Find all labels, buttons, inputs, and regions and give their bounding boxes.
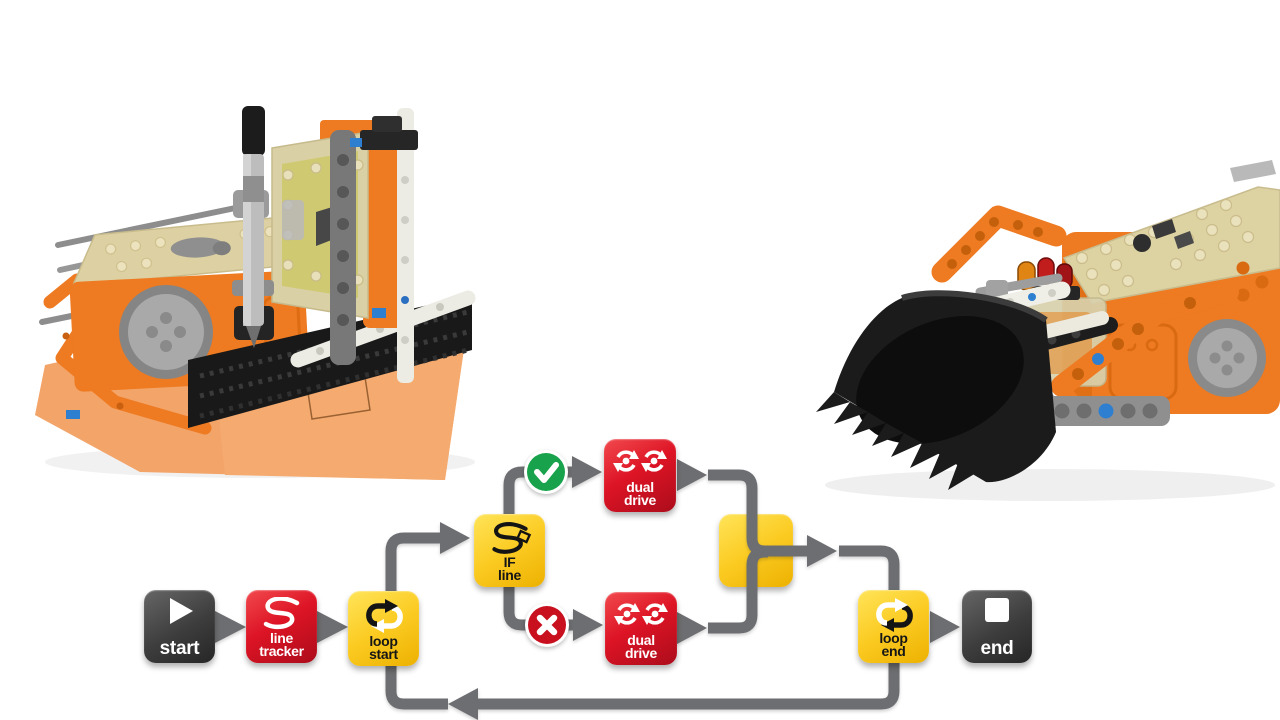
edison-unit-vertical <box>271 108 418 383</box>
robot-wheel <box>119 285 213 379</box>
arrowhead <box>930 611 960 643</box>
block-label: dual drive <box>624 479 656 508</box>
edge-loopback-left <box>385 660 448 710</box>
block-loop-end: loop end <box>858 590 929 663</box>
robot-wheel <box>1188 319 1266 397</box>
block-label: start <box>159 638 200 659</box>
arrowhead <box>215 611 246 643</box>
block-start: start <box>144 590 215 663</box>
block-line-tracker: line tracker <box>246 590 317 663</box>
arrowhead-loopback <box>448 688 478 720</box>
cross-icon <box>525 603 569 647</box>
arrowhead <box>807 535 837 567</box>
arrowhead <box>573 609 603 641</box>
block-dual-drive-false: dual drive <box>605 592 677 665</box>
loader-arms <box>931 205 1239 397</box>
block-if-line: IF line <box>474 514 545 587</box>
wavy-line-scan-icon <box>491 522 531 554</box>
condition-false-badge <box>524 602 570 653</box>
block-dual-drive-true: dual drive <box>604 439 676 512</box>
loop-arrows-icon <box>365 599 403 633</box>
block-label: line tracker <box>259 630 304 659</box>
block-label: dual drive <box>625 632 657 661</box>
loop-arrows-icon <box>875 598 913 632</box>
condition-true-badge <box>523 449 569 500</box>
check-icon <box>524 450 568 494</box>
edge-loopstart-ifline <box>385 532 440 596</box>
stop-icon <box>985 598 1009 622</box>
play-icon <box>169 598 193 624</box>
wavy-line-icon <box>263 597 299 630</box>
digger-bucket <box>816 290 1056 490</box>
arrowhead <box>440 522 470 554</box>
digger-robot-photo <box>816 160 1280 501</box>
drawing-robot-photo <box>35 106 476 480</box>
edge-loopback-right <box>478 660 900 710</box>
dual-rotate-icon <box>614 603 668 625</box>
arrowhead <box>677 459 707 491</box>
block-label: loop start <box>369 633 398 662</box>
block-end: end <box>962 590 1032 663</box>
arrowhead <box>572 456 602 488</box>
dual-rotate-icon <box>613 450 667 472</box>
block-label: IF line <box>498 554 521 583</box>
arrowhead <box>677 612 707 644</box>
block-merge <box>719 514 793 587</box>
block-loop-start: loop start <box>348 591 419 666</box>
block-label: end <box>980 638 1014 659</box>
block-label: loop end <box>879 630 908 659</box>
marker-pen <box>232 106 274 348</box>
arrowhead <box>317 611 348 643</box>
